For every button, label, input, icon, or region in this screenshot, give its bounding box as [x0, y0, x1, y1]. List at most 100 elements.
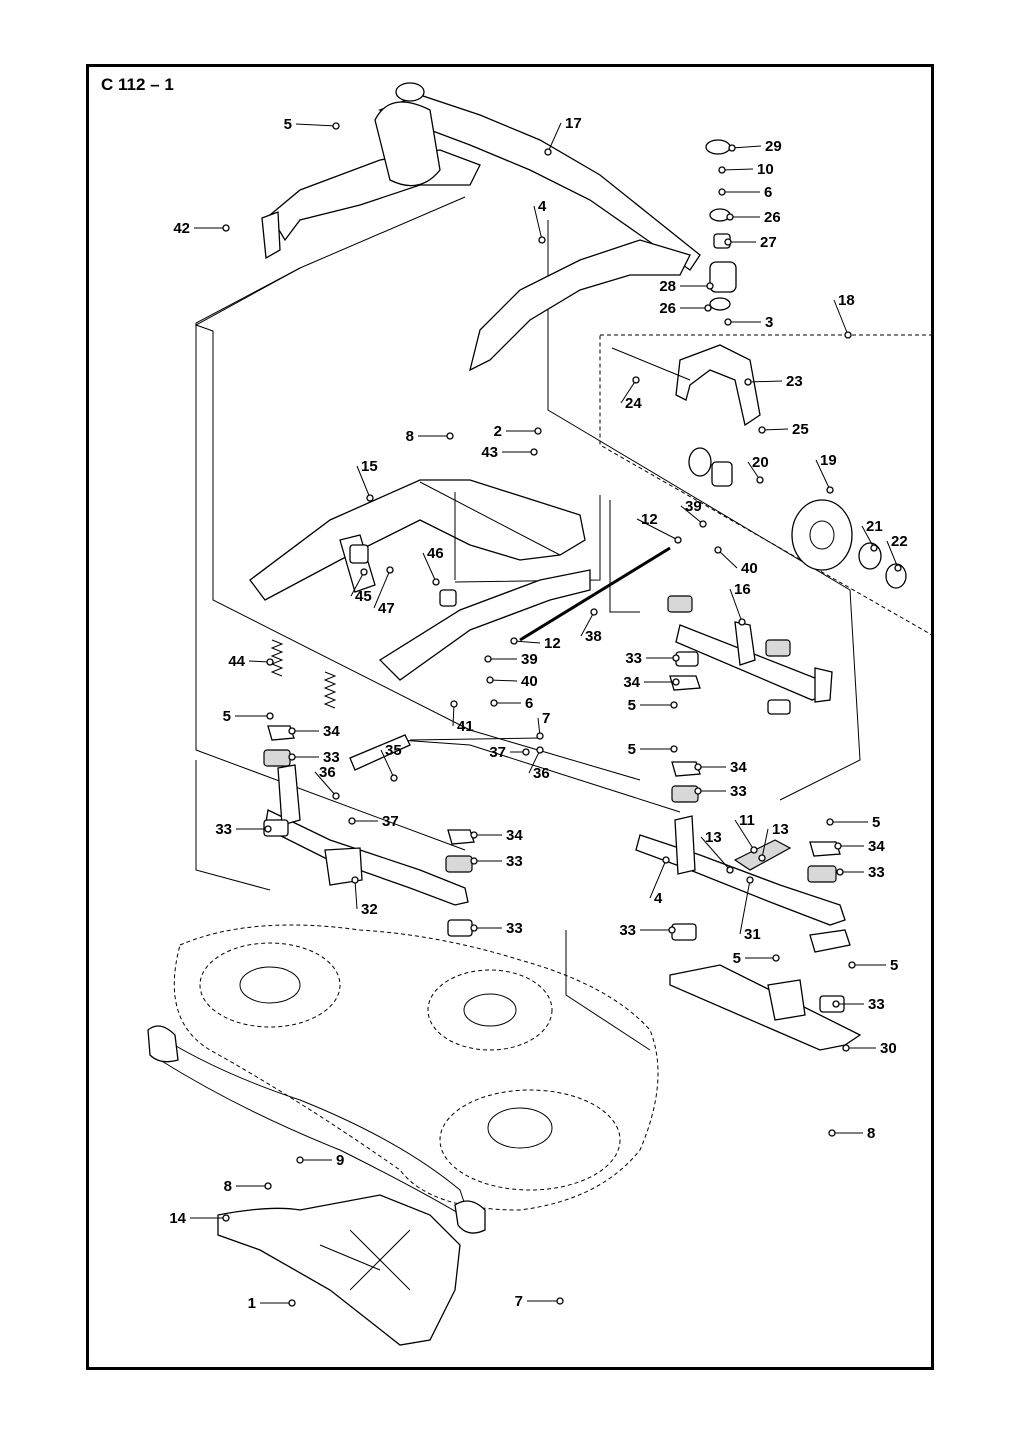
callout-c1: 1: [248, 1295, 296, 1312]
fastener-marker: [704, 304, 712, 312]
fastener-marker: [772, 954, 780, 962]
fastener-marker: [266, 712, 274, 720]
fastener-marker: [386, 566, 394, 574]
diagram-title: C 112 – 1: [101, 75, 174, 94]
fastener-marker: [674, 536, 682, 544]
part-number-label: 40: [521, 673, 538, 690]
part-number-label: 24: [625, 395, 642, 412]
fastener-marker: [826, 486, 834, 494]
leader-line: [580, 611, 595, 637]
callout-c43: 43: [481, 444, 538, 461]
part-number-label: 33: [215, 821, 232, 838]
assembly-guide-lines: [194, 196, 861, 1051]
callout-c40a: 40: [714, 546, 758, 577]
fastener-marker: [758, 426, 766, 434]
fastener-marker: [724, 318, 732, 326]
link-rod: [519, 546, 671, 642]
fastener-marker: [530, 448, 538, 456]
part-number-label: 43: [481, 444, 498, 461]
part-number-label: 12: [641, 511, 658, 528]
callout-c16: 16: [729, 581, 751, 626]
callout-c6a: 6: [718, 184, 772, 201]
callout-c33g: 33: [470, 920, 523, 937]
part-number-label: 22: [891, 533, 908, 550]
leader-line: [680, 505, 704, 525]
leader-line: [761, 828, 769, 859]
leader-line: [739, 879, 751, 935]
fastener-marker: [390, 774, 398, 782]
fastener-marker: [668, 926, 676, 934]
fastener-marker: [538, 236, 546, 244]
part-number-label: 45: [355, 588, 372, 605]
fastener-marker: [632, 376, 640, 384]
fastener-marker: [490, 699, 498, 707]
callout-c8a: 8: [406, 428, 454, 445]
callout-c2: 2: [494, 423, 542, 440]
fastener-marker: [288, 1299, 296, 1307]
fastener-marker: [870, 544, 878, 552]
callout-c12a: 12: [636, 511, 682, 544]
callout-c38: 38: [580, 608, 602, 645]
part-number-label: 33: [625, 650, 642, 667]
leader-line: [620, 379, 637, 404]
fastener-marker: [670, 701, 678, 709]
part-number-label: 4: [538, 198, 547, 215]
fastener-marker: [728, 144, 736, 152]
fastener-marker: [836, 868, 844, 876]
fastener-marker: [714, 546, 722, 554]
part-number-label: 14: [169, 1210, 186, 1227]
callout-c27: 27: [724, 234, 777, 251]
callout-c13b: 13: [758, 821, 789, 862]
part-number-label: 18: [838, 292, 855, 309]
callout-c31: 31: [739, 876, 761, 943]
callout-c3: 3: [724, 314, 773, 331]
lift-handle-assembly: [261, 82, 701, 372]
part-number-label: 33: [868, 864, 885, 881]
callout-c32: 32: [351, 876, 378, 918]
leader-line: [747, 380, 783, 383]
part-number-label: 40: [741, 560, 758, 577]
part-number-label: 33: [868, 996, 885, 1013]
part-number-label: 33: [323, 749, 340, 766]
callout-c8c: 8: [224, 1178, 272, 1195]
callout-c34b: 34: [288, 723, 340, 740]
part-number-label: 17: [565, 115, 582, 132]
mower-deck: [147, 924, 659, 1234]
leader-line: [731, 145, 762, 149]
front-pivot-shaft: [675, 621, 833, 703]
fastener-marker: [348, 817, 356, 825]
fastener-marker: [222, 1214, 230, 1222]
callout-c41: 41: [450, 700, 474, 735]
callout-c33c: 33: [694, 783, 747, 800]
callout-c15: 15: [356, 458, 378, 502]
callout-c28: 28: [659, 278, 714, 295]
leader-line: [380, 749, 395, 779]
callout-c9: 9: [296, 1152, 344, 1169]
callout-c26a: 26: [726, 209, 781, 226]
fastener-marker: [296, 1156, 304, 1164]
fastener-marker: [432, 578, 440, 586]
callout-c34e: 34: [834, 838, 885, 855]
callout-c13a: 13: [700, 829, 734, 874]
callout-c18: 18: [833, 292, 855, 339]
fastener-marker: [266, 658, 274, 666]
part-number-label: 30: [880, 1040, 897, 1057]
leader-line: [636, 518, 679, 541]
callout-c47: 47: [373, 566, 395, 617]
part-number-label: 5: [872, 814, 880, 831]
callout-c34a: 34: [623, 674, 680, 691]
leader-line: [717, 549, 738, 569]
part-number-label: 42: [173, 220, 190, 237]
part-number-label: 34: [506, 827, 523, 844]
part-number-label: 34: [730, 759, 747, 776]
leader-line: [295, 123, 337, 127]
callout-c44: 44: [228, 653, 274, 670]
part-number-label: 6: [764, 184, 772, 201]
fastener-marker: [360, 568, 368, 576]
callout-c36b: 36: [528, 746, 550, 782]
part-number-label: 6: [525, 695, 533, 712]
part-number-label: 32: [361, 901, 378, 918]
part-number-label: 39: [521, 651, 538, 668]
fastener-marker: [556, 1297, 564, 1305]
callout-c33a: 33: [625, 650, 680, 667]
